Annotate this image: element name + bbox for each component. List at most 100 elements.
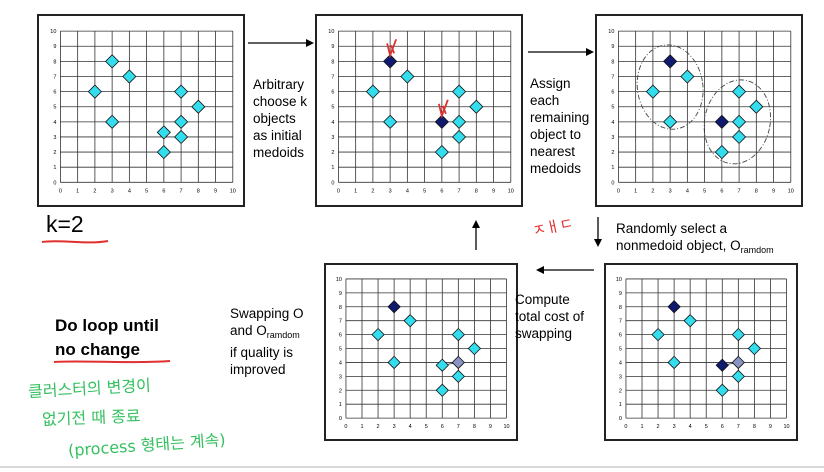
- x-tick-label: 1: [76, 188, 79, 194]
- y-tick-label: 6: [619, 333, 622, 339]
- object-point: [467, 341, 482, 356]
- y-tick-label: 10: [50, 29, 56, 35]
- step2-line: Assign: [530, 76, 571, 91]
- x-tick-label: 3: [389, 188, 392, 194]
- step5-line: Swapping O: [230, 306, 304, 321]
- object-point: [434, 144, 449, 160]
- step4-line: swapping: [515, 326, 573, 341]
- x-tick-label: 6: [440, 188, 443, 194]
- y-tick-label: 5: [619, 347, 622, 353]
- y-tick-label: 0: [53, 180, 56, 186]
- step5-line: if quality is: [230, 345, 294, 360]
- y-tick-label: 6: [53, 90, 56, 96]
- x-tick-label: 7: [738, 188, 741, 194]
- medoid-point: [383, 54, 398, 69]
- step2-line: remaining: [530, 110, 590, 125]
- step4-text: Compute total cost of swapping: [515, 291, 584, 342]
- x-tick-label: 9: [489, 424, 492, 430]
- object-point: [451, 369, 465, 384]
- y-tick-label: 9: [53, 44, 56, 50]
- object-point: [365, 84, 380, 99]
- x-tick-label: 10: [230, 188, 236, 194]
- x-tick-label: 7: [457, 424, 460, 430]
- x-tick-label: 4: [128, 188, 131, 194]
- red-handwritten-note: ㅈㅐㄷ: [530, 212, 575, 241]
- step2-line: object to: [530, 127, 582, 142]
- x-tick-label: 9: [772, 188, 775, 194]
- object-point: [105, 114, 120, 129]
- object-point: [156, 144, 171, 160]
- step4-line: total cost of: [515, 309, 585, 324]
- bottom-divider: [0, 466, 824, 468]
- x-tick-label: 0: [617, 188, 620, 194]
- y-tick-label: 2: [339, 388, 342, 394]
- step3-text: Randomly select a nonmedoid object, Oram…: [616, 220, 774, 259]
- step4-line: Compute: [515, 292, 570, 307]
- step3-subscript: ramdom: [740, 245, 774, 255]
- medoid-point: [667, 300, 681, 314]
- y-tick-label: 0: [611, 180, 614, 186]
- y-tick-label: 3: [53, 135, 56, 141]
- step1-line: medoids: [253, 145, 305, 160]
- y-tick-label: 0: [339, 416, 342, 422]
- y-tick-label: 5: [53, 105, 56, 111]
- x-tick-label: 5: [705, 424, 708, 430]
- x-tick-label: 10: [503, 424, 509, 430]
- arrow-right-1: [248, 39, 314, 47]
- random-point: [451, 355, 465, 370]
- x-tick-label: 10: [508, 188, 514, 194]
- x-tick-label: 0: [624, 424, 627, 430]
- y-tick-label: 10: [336, 277, 342, 283]
- object-point: [173, 114, 189, 129]
- x-tick-label: 3: [673, 424, 676, 430]
- x-tick-label: 2: [377, 424, 380, 430]
- y-tick-label: 0: [331, 180, 334, 186]
- red-check-mark: [386, 39, 397, 59]
- random-point: [731, 355, 745, 370]
- x-tick-label: 6: [441, 424, 444, 430]
- y-tick-label: 6: [339, 333, 342, 339]
- x-tick-label: 1: [634, 188, 637, 194]
- x-tick-label: 3: [393, 424, 396, 430]
- object-point: [403, 314, 417, 328]
- object-point: [731, 114, 747, 129]
- step5-subscript: ramdom: [266, 330, 300, 340]
- y-tick-label: 3: [611, 135, 614, 141]
- k-underline: [41, 240, 109, 244]
- object-point: [663, 114, 678, 129]
- x-tick-label: 5: [145, 188, 148, 194]
- x-tick-label: 6: [720, 188, 723, 194]
- arrow-up: [472, 220, 480, 250]
- x-tick-label: 8: [197, 188, 200, 194]
- step1-line: choose k: [253, 94, 308, 109]
- y-tick-label: 9: [339, 291, 342, 297]
- object-point: [731, 369, 745, 384]
- y-tick-label: 10: [608, 29, 614, 35]
- step5-line: improved: [230, 362, 286, 377]
- y-tick-label: 9: [619, 291, 622, 297]
- y-tick-label: 6: [331, 90, 334, 96]
- y-tick-label: 8: [611, 59, 614, 65]
- object-point: [435, 383, 449, 397]
- y-tick-label: 7: [611, 74, 614, 80]
- step1-text: Arbitrary choose k objects as initial me…: [253, 76, 307, 161]
- step1-line: as initial: [253, 128, 302, 143]
- x-tick-label: 0: [337, 188, 340, 194]
- object-point: [749, 99, 764, 114]
- y-tick-label: 4: [331, 120, 334, 126]
- x-tick-label: 8: [475, 188, 478, 194]
- k-label-text: k=2: [46, 211, 84, 237]
- y-tick-label: 1: [339, 402, 342, 408]
- y-tick-label: 8: [339, 305, 342, 311]
- x-tick-label: 6: [162, 188, 165, 194]
- y-tick-label: 1: [53, 165, 56, 171]
- object-point: [156, 125, 171, 140]
- y-tick-label: 2: [331, 150, 334, 156]
